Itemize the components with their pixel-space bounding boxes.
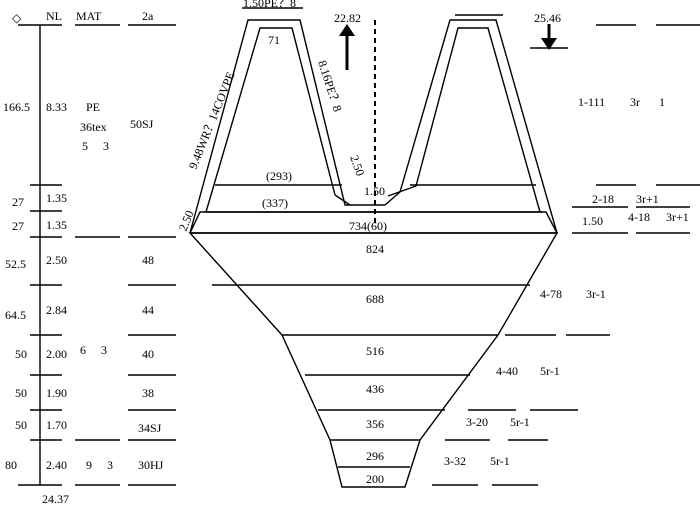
left-inner-top-label: 71 (268, 33, 280, 47)
mesh-count: 688 (366, 292, 384, 306)
note-a: 3-20 (466, 415, 488, 429)
layer-mat: 5 3 (82, 139, 109, 153)
layer-2a: 50SJ (130, 117, 154, 131)
layer-thickness: 2.00 (46, 347, 67, 361)
header-symbol: ◇ (12, 11, 22, 25)
layer-thickness: 1.35 (46, 191, 67, 205)
arrow-up-icon (339, 24, 355, 70)
layer-2a: 34SJ (138, 421, 162, 435)
layer-mat: 36tex (80, 120, 107, 134)
note-b: 3r (630, 95, 640, 109)
note-a: 4-78 (540, 287, 562, 301)
note-b: 5r-1 (510, 415, 530, 429)
layer-mat: PE (86, 100, 100, 114)
note-a: 2-18 (592, 192, 614, 206)
lower-net-outline (188, 232, 559, 488)
layer-thickness: 2.50 (46, 253, 67, 267)
layer-thickness: 2.40 (46, 458, 67, 472)
layer-nl: 27 (12, 219, 24, 233)
diagram-lines (18, 7, 700, 488)
layer-nl: 52.5 (5, 257, 26, 271)
inner-outline-right (387, 27, 541, 213)
layer-nl: 80 (5, 458, 17, 472)
layer-2a: 30HJ (138, 458, 164, 472)
right-side-label: 8.16PE？8 (315, 59, 345, 114)
mesh-top-label: 734(60) (349, 219, 387, 233)
band2-label: (337) (262, 196, 288, 210)
left-corner-label: 2.50 (176, 208, 197, 233)
note-c: 1 (659, 95, 665, 109)
header-2a: 2a (142, 9, 154, 23)
layer-2a: 38 (142, 386, 154, 400)
layer-thickness: 2.84 (46, 303, 67, 317)
arrow-up-value: 22.82 (334, 11, 361, 25)
note-a: 1-111 (578, 95, 605, 109)
arrow-down-icon (541, 24, 557, 50)
outer-outline-left (189, 19, 385, 234)
mesh-count: 436 (366, 382, 384, 396)
note-a: 3-32 (444, 454, 466, 468)
layer-mat: 6 3 (80, 343, 107, 357)
layer-nl: 50 (15, 418, 27, 432)
bottom-total: 24.37 (42, 492, 69, 506)
mesh-count: 200 (366, 472, 384, 486)
mesh-count: 356 (366, 417, 384, 431)
layer-nl: 64.5 (5, 308, 26, 322)
mid-small-label: 1.50 (364, 184, 385, 198)
layer-thickness: 8.33 (46, 100, 67, 114)
note-a: 4-40 (496, 364, 518, 378)
mid-corner-label: 2.50 (347, 153, 367, 178)
outer-outline-right (384, 19, 558, 234)
layer-nl: 166.5 (3, 100, 30, 114)
arrow-down-value: 25.46 (534, 11, 561, 25)
note-b: 3r-1 (586, 287, 606, 301)
layer-2a: 48 (142, 253, 154, 267)
mesh-count: 824 (366, 242, 384, 256)
layer-thickness: 1.35 (46, 218, 67, 232)
layer-nl: 50 (15, 347, 27, 361)
layer-mat: 9 3 (86, 458, 113, 472)
note-b: 5r-1 (490, 454, 510, 468)
mesh-count: 296 (366, 449, 384, 463)
note-a: 4-18 (628, 210, 650, 224)
right-notes: 1-111 3r 1 2-18 3r+1 1.50 4-18 3r+1 4-78… (444, 95, 689, 468)
layer-thickness: 1.70 (46, 418, 67, 432)
layer-thickness: 1.90 (46, 386, 67, 400)
inner-outline-left (205, 27, 336, 213)
top-left-label: 1.50PE？8 (243, 0, 296, 10)
note-a: 1.50 (582, 214, 603, 228)
layer-rows: 166.5 8.33 PE 36tex 5 3 50SJ 27 1.35 27 … (3, 100, 164, 472)
band1-label: (293) (266, 169, 292, 183)
note-b: 5r-1 (540, 364, 560, 378)
layer-2a: 44 (142, 303, 154, 317)
layer-nl: 50 (15, 386, 27, 400)
layer-nl: 27 (12, 195, 24, 209)
layer-2a: 40 (142, 347, 154, 361)
mesh-count: 516 (366, 344, 384, 358)
header-nl: NL (46, 9, 62, 23)
header-mat: MAT (76, 9, 102, 23)
note-b: 3r+1 (636, 192, 659, 206)
note-b: 3r+1 (666, 210, 689, 224)
